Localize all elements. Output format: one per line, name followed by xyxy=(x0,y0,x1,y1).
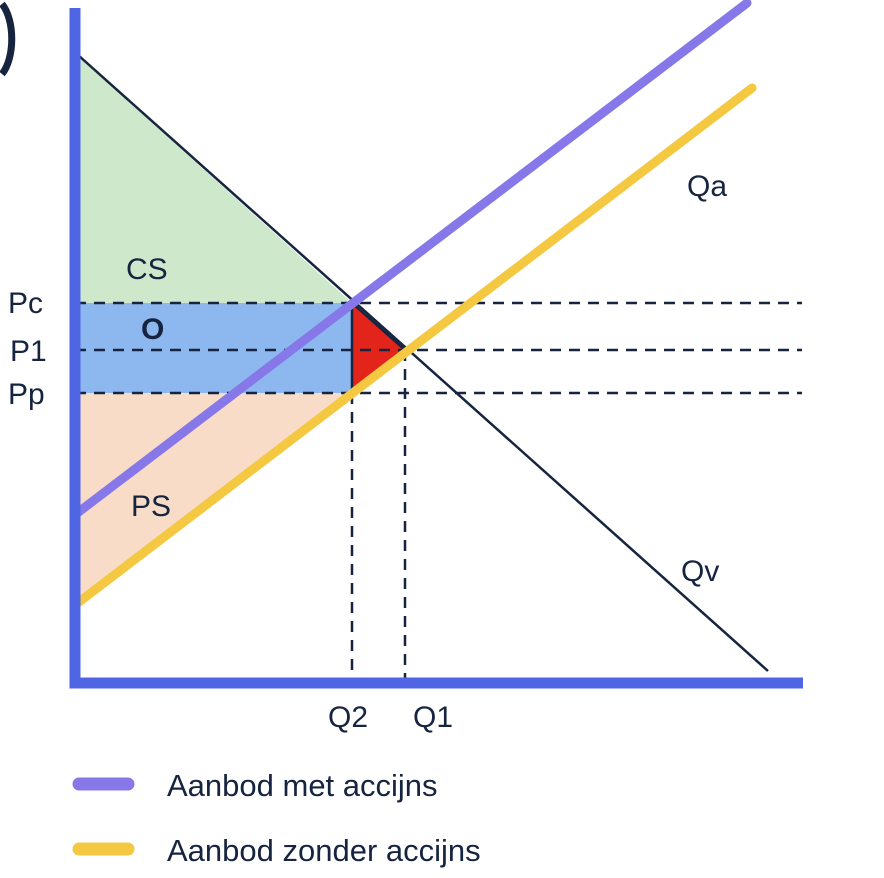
cropped-logo-glyph xyxy=(0,1,16,77)
legend-label-supply-without-tax: Aanbod zonder accijns xyxy=(167,833,481,868)
shaded-regions xyxy=(79,57,407,602)
q2-quantity-label: Q2 xyxy=(328,701,368,734)
demand-curve-label: Qv xyxy=(681,555,719,588)
tax-revenue-region xyxy=(79,303,352,393)
pc-price-label: Pc xyxy=(8,287,43,320)
legend-label-supply-with-tax: Aanbod met accijns xyxy=(167,768,438,803)
pp-price-label: Pp xyxy=(8,378,45,411)
legend: Aanbod met accijns Aanbod zonder accijns xyxy=(72,768,481,868)
axes xyxy=(69,8,803,689)
supply-curve-without-tax xyxy=(74,83,757,607)
p1-price-label: P1 xyxy=(10,335,47,368)
deadweight-loss-region xyxy=(350,300,407,396)
diagram-labels: Pc P1 Pp CS O PS Qa Qv Q2 Q1 xyxy=(8,170,727,734)
supply-curve-with-tax xyxy=(71,0,752,519)
producer-surplus-label: PS xyxy=(131,490,171,523)
demand-curve xyxy=(77,54,769,672)
consumer-surplus-label: CS xyxy=(126,253,168,286)
q1-quantity-label: Q1 xyxy=(413,701,453,734)
consumer-surplus-region xyxy=(79,57,352,303)
tax-revenue-label: O xyxy=(141,313,164,346)
guide-lines xyxy=(75,301,802,683)
supply-curve-label: Qa xyxy=(687,170,727,203)
